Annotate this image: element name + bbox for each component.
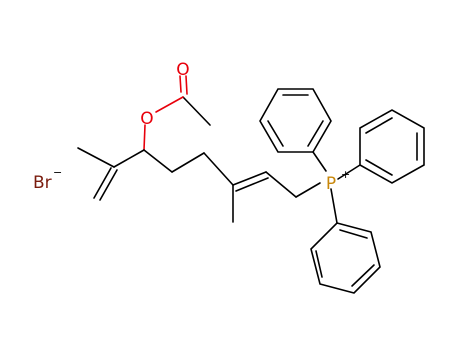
ring-double-bond [351, 264, 375, 287]
phenyl-ring-bottom [310, 222, 381, 294]
ring-double-bond [267, 120, 284, 147]
ring-double-bond [365, 117, 393, 134]
chain-bond [171, 152, 205, 173]
carbonyl-oxygen-label: O [176, 60, 189, 80]
bromide-label: Br [33, 173, 52, 193]
alkene-bond-b [235, 177, 269, 192]
p-phenyl-bond-top [312, 151, 327, 172]
acetyl-methyl-bond [182, 96, 211, 126]
carbonyl-bond-b [185, 75, 188, 95]
main-chain [143, 149, 321, 223]
ring-outline [259, 88, 332, 153]
ester-o-chain-bond [143, 124, 146, 151]
phenyl-ring-right [359, 109, 425, 184]
phosphorus-charge: + [341, 168, 350, 181]
vinyl-double-bond-a [93, 167, 112, 199]
bromide-charge: − [53, 166, 62, 179]
ring-double-bond [307, 120, 324, 147]
phosphorus-label: P [326, 174, 336, 194]
chain-bond [203, 152, 234, 186]
chain-bond [113, 149, 145, 168]
ring-double-bond [315, 250, 323, 278]
ring-double-bond [365, 159, 393, 176]
carbonyl-bond-a [179, 75, 182, 93]
vinyl-double-bond-b [99, 169, 118, 201]
chain-bond [143, 149, 173, 173]
ch2-p-bond [295, 182, 321, 198]
isopropenyl-group [77, 147, 145, 201]
ring-outline [359, 109, 425, 184]
phosphonium-bonds [312, 151, 361, 224]
ring-outline [310, 222, 381, 294]
phenyl-ring-top [259, 88, 332, 153]
p-phenyl-bond-right [337, 164, 361, 180]
chain-bond [265, 171, 297, 198]
ring-double-bond [339, 229, 368, 239]
ester-o-c-bond [155, 96, 184, 113]
methyl-bond [77, 147, 115, 168]
ether-oxygen-label: O [140, 109, 153, 129]
p-phenyl-bond-bottom [330, 188, 338, 224]
acetate-group [143, 75, 211, 151]
alkene-bond-a [232, 171, 267, 186]
